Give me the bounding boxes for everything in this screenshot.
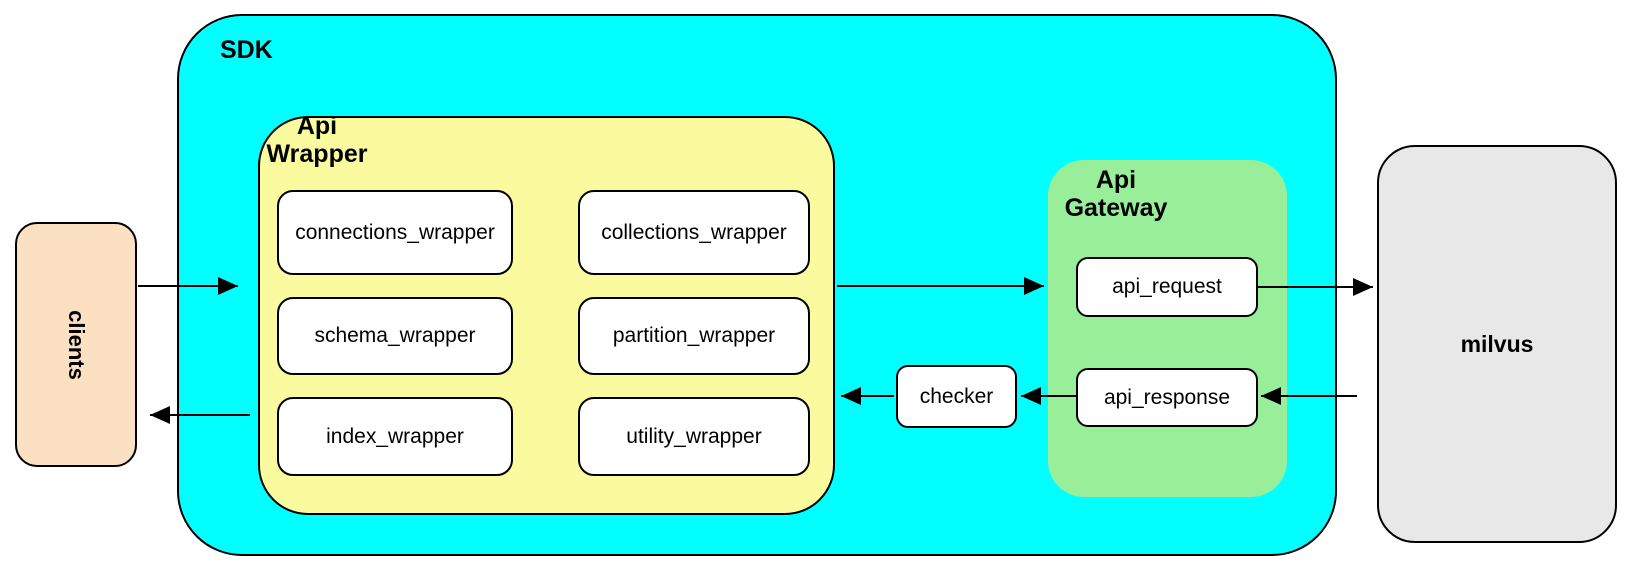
node-checker: checker [896, 365, 1017, 428]
clients-label: clients [63, 309, 89, 380]
collections-wrapper-label: collections_wrapper [601, 220, 787, 244]
api-gateway-label: Api Gateway [1056, 166, 1176, 222]
node-collections-wrapper: collections_wrapper [578, 190, 810, 275]
schema-wrapper-label: schema_wrapper [314, 324, 476, 347]
node-schema-wrapper: schema_wrapper [277, 297, 513, 375]
node-api-request: api_request [1076, 257, 1258, 317]
node-index-wrapper: index_wrapper [277, 397, 513, 476]
sdk-label: SDK [220, 36, 273, 64]
api-request-label: api_request [1112, 275, 1222, 298]
utility-wrapper-label: utility_wrapper [626, 424, 762, 448]
api-wrapper-label-line1: Api [296, 112, 338, 140]
index-wrapper-label: index_wrapper [326, 424, 464, 448]
checker-label: checker [919, 384, 994, 408]
connections-wrapper-label: connections_wrapper [295, 220, 495, 244]
api-gateway-label-line2: Gateway [1064, 194, 1168, 222]
api-response-label: api_response [1103, 385, 1231, 409]
node-utility-wrapper: utility_wrapper [578, 397, 810, 476]
api-wrapper-label-line2: Wrapper [266, 140, 368, 168]
partition-wrapper-label: partition_wrapper [612, 324, 776, 347]
milvus-node: milvus [1377, 145, 1617, 543]
api-wrapper-label: Api Wrapper [257, 112, 377, 168]
node-partition-wrapper: partition_wrapper [578, 297, 810, 375]
node-connections-wrapper: connections_wrapper [277, 190, 513, 275]
api-gateway-container [1048, 160, 1287, 497]
milvus-label: milvus [1460, 330, 1534, 357]
node-api-response: api_response [1076, 368, 1258, 427]
clients-node: clients [15, 222, 137, 467]
api-gateway-label-line1: Api [1095, 166, 1137, 194]
